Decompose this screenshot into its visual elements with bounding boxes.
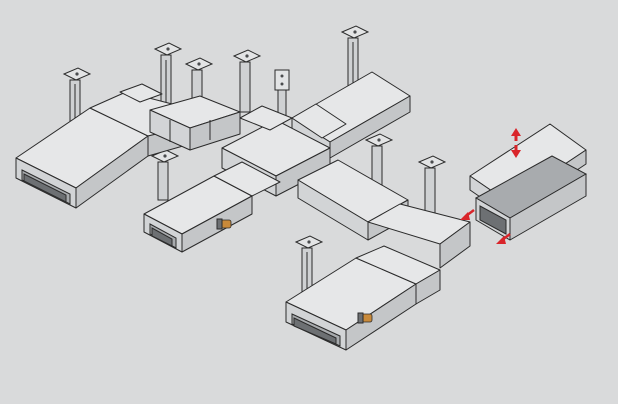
support-post-3 <box>184 57 214 119</box>
support-post-8 <box>417 155 447 215</box>
trunking-left-riser <box>149 95 241 151</box>
trunking-right-straight <box>297 159 471 269</box>
trunking-left-straight <box>15 107 149 209</box>
detached-base <box>474 155 588 241</box>
cable-gland-2 <box>357 312 373 324</box>
trunking-front-straight <box>285 245 441 351</box>
slide-arrow-bottom <box>496 233 511 244</box>
support-post-2 <box>153 42 183 116</box>
lift-arrows <box>511 128 521 158</box>
support-post-9 <box>150 149 180 201</box>
slide-arrow-top <box>460 209 475 220</box>
support-post-4 <box>232 49 262 113</box>
support-post-5 <box>274 69 290 119</box>
cable-gland-1 <box>216 218 232 230</box>
